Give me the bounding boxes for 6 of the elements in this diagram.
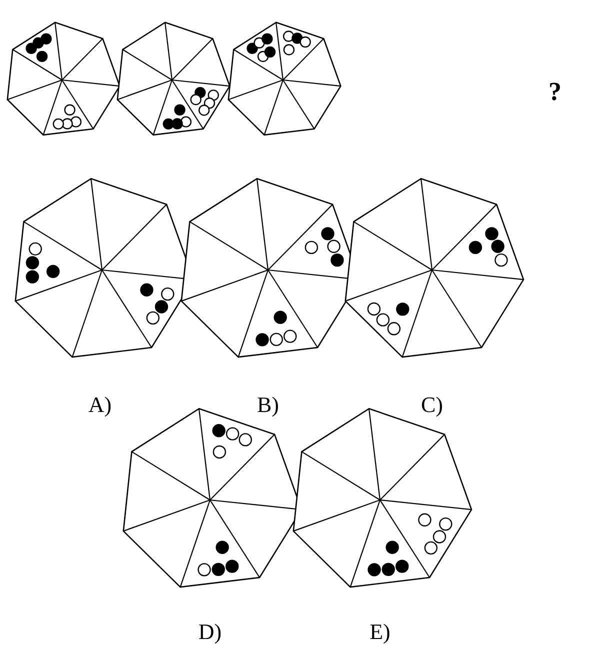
option-label: C) (421, 392, 443, 418)
option-label: B) (257, 392, 279, 418)
question-mark: ? (548, 77, 562, 107)
option-label: D) (198, 619, 222, 645)
option-label: A) (88, 392, 112, 418)
option-label: E) (370, 619, 390, 645)
